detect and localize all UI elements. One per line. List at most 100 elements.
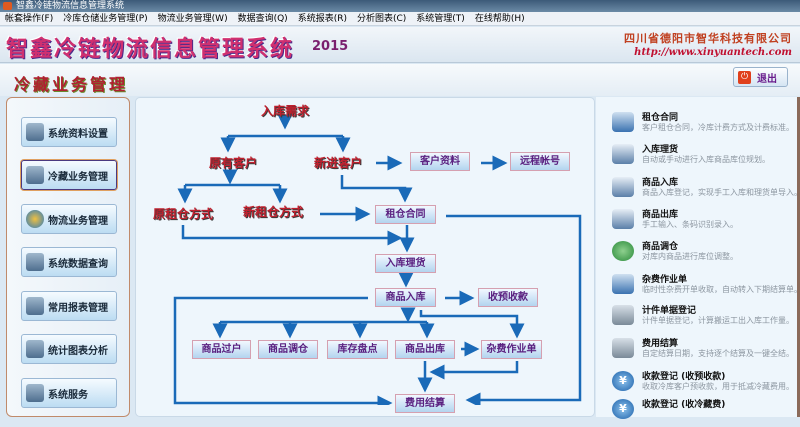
outbound-icon (612, 209, 634, 229)
sidebar-item-charts[interactable]: 统计图表分析 (21, 334, 117, 364)
flow-new-customer: 新进客户 (313, 156, 363, 170)
item-title: 入库理货 (642, 145, 679, 155)
recycle-icon (612, 241, 634, 261)
sidebar-label: 冷藏业务管理 (48, 171, 108, 183)
item-title: 计件单据登记 (642, 306, 697, 316)
item-desc: 自动或手动进行入库商品库位规划。 (642, 155, 770, 164)
list-item-prepay[interactable]: ¥ 收款登记 (收预收款)收取冷库客户预收款，用于抵减冷藏费用。 (612, 369, 797, 399)
item-title: 收款登记 (收冷藏费) (642, 400, 726, 410)
flow-relocate-button[interactable]: 商品调仓 (258, 340, 318, 359)
item-desc: 临时性杂费开单收取，自动转入下期结算单。 (642, 285, 800, 294)
menu-help[interactable]: 在线帮助(H) (474, 14, 525, 24)
item-title: 商品调仓 (642, 242, 679, 252)
list-item-misc-fee[interactable]: 杂费作业单临时性杂费开单收取，自动转入下期结算单。 (612, 272, 800, 302)
section-title: 冷藏业务管理 (14, 75, 129, 94)
item-desc: 客户租仓合同，冷库计费方式及计费标准。 (642, 123, 794, 132)
company-name: 四川省德阳市智华科技有限公司 (624, 32, 792, 45)
sidebar-item-logistics[interactable]: 物流业务管理 (21, 204, 117, 234)
flow-settle-button[interactable]: 费用结算 (395, 394, 455, 413)
item-title: 收款登记 (收预收款) (642, 372, 726, 382)
flow-prepay-button[interactable]: 收预收款 (478, 288, 538, 307)
flow-transfer-button[interactable]: 商品过户 (192, 340, 251, 359)
company-url[interactable]: http://www.xinyuantech.com (634, 47, 792, 58)
sidebar-item-service[interactable]: 系统服务 (21, 378, 117, 408)
list-item-piecework[interactable]: 计件单据登记计件单据登记，计算搬运工出入库工作量。 (612, 303, 797, 333)
yen-icon: ¥ (612, 399, 634, 419)
menu-system[interactable]: 系统管理(T) (416, 14, 465, 24)
settings-icon (26, 123, 44, 141)
window-title: 智鑫冷链物流信息管理系统 (16, 1, 125, 11)
exit-label: 退出 (757, 73, 777, 85)
flow-customer-info-button[interactable]: 客户资料 (410, 152, 470, 171)
menu-bar: 帐套操作(F) 冷库仓储业务管理(P) 物流业务管理(W) 数据查询(Q) 系统… (0, 12, 800, 26)
list-item-goods-out[interactable]: 商品出库手工输入、条码识别录入。 (612, 207, 797, 237)
flow-goods-in-button[interactable]: 商品入库 (375, 288, 436, 307)
sidebar-item-data-query[interactable]: 系统数据查询 (21, 247, 117, 277)
menu-logistics[interactable]: 物流业务管理(W) (157, 14, 228, 24)
list-item-settle[interactable]: 费用结算自定结算日期，支持逐个结算及一键全结。 (612, 336, 797, 366)
list-item-relocate[interactable]: 商品调仓对库内商品进行库位调整。 (612, 239, 797, 269)
misc-fee-icon (612, 274, 634, 294)
yen-icon: ¥ (612, 371, 634, 391)
magnifier-icon (26, 253, 44, 271)
calculator-icon (612, 338, 634, 358)
flow-old-customer: 原有客户 (208, 156, 258, 170)
list-item-goods-in[interactable]: 商品入库商品入库登记，实现手工入库和理货单导入。 (612, 175, 800, 205)
list-item-storage-fee[interactable]: ¥ 收款登记 (收冷藏费) (612, 397, 797, 427)
item-desc: 对库内商品进行库位调整。 (642, 252, 738, 261)
flow-new-rent: 新租仓方式 (242, 205, 304, 219)
flow-inbound-sort-button[interactable]: 入库理货 (375, 254, 436, 273)
flow-stocktake-button[interactable]: 库存盘点 (327, 340, 388, 359)
flow-contract-button[interactable]: 租仓合同 (375, 205, 436, 224)
flow-old-rent: 原租仓方式 (152, 207, 214, 221)
sidebar-label: 常用报表管理 (48, 302, 108, 314)
title-bar: 智鑫冷链物流信息管理系统 (0, 0, 800, 12)
item-desc: 自定结算日期，支持逐个结算及一键全结。 (642, 349, 794, 358)
section-bar: 冷藏业务管理 (0, 64, 800, 96)
menu-charts[interactable]: 分析图表(C) (356, 14, 407, 24)
item-title: 费用结算 (642, 339, 679, 349)
item-title: 商品入库 (642, 178, 679, 188)
menu-query[interactable]: 数据查询(Q) (237, 14, 288, 24)
list-item-inbound-sort[interactable]: 入库理货自动或手动进行入库商品库位规划。 (612, 142, 797, 172)
globe-icon (26, 210, 44, 228)
item-desc: 收取冷库客户预收款，用于抵减冷藏费用。 (642, 382, 794, 391)
brand-year: 2015 (312, 39, 349, 54)
chart-icon (26, 340, 44, 358)
item-title: 杂费作业单 (642, 275, 688, 285)
inbound-icon (612, 177, 634, 197)
exit-button[interactable]: ⏻ 退出 (733, 67, 788, 87)
sidebar-label: 系统资料设置 (48, 128, 108, 140)
item-desc: 商品入库登记，实现手工入库和理货单导入。 (642, 188, 800, 197)
item-title: 商品出库 (642, 210, 679, 220)
menu-account[interactable]: 帐套操作(F) (5, 14, 54, 24)
menu-storage[interactable]: 冷库仓储业务管理(P) (63, 14, 148, 24)
sidebar: 系统资料设置 冷藏业务管理 物流业务管理 系统数据查询 常用报表管理 统计图表分… (6, 97, 130, 417)
piecework-icon (612, 305, 634, 325)
contract-icon (612, 112, 634, 132)
flow-misc-fee-button[interactable]: 杂费作业单 (481, 340, 542, 359)
flowchart-panel (135, 97, 595, 417)
server-icon (26, 384, 44, 402)
sidebar-label: 统计图表分析 (48, 345, 108, 357)
sort-icon (612, 144, 634, 164)
menu-reports[interactable]: 系统报表(R) (297, 14, 347, 24)
flow-remote-account-button[interactable]: 远程帐号 (510, 152, 570, 171)
cube-icon (26, 166, 44, 184)
item-desc: 计件单据登记，计算搬运工出入库工作量。 (642, 316, 794, 325)
flow-demand: 入库需求 (260, 104, 310, 118)
sidebar-label: 系统服务 (48, 389, 88, 401)
sidebar-item-cold-storage[interactable]: 冷藏业务管理 (21, 160, 117, 190)
flow-goods-out-button[interactable]: 商品出库 (395, 340, 455, 359)
item-desc: 手工输入、条码识别录入。 (642, 220, 738, 229)
brand-title: 智鑫冷链物流信息管理系统 (6, 37, 295, 62)
banner: 智鑫冷链物流信息管理系统 2015 四川省德阳市智华科技有限公司 http://… (0, 27, 800, 63)
list-item-contract[interactable]: 租仓合同客户租仓合同，冷库计费方式及计费标准。 (612, 110, 797, 140)
sidebar-label: 物流业务管理 (48, 215, 108, 227)
sidebar-item-reports[interactable]: 常用报表管理 (21, 291, 117, 321)
power-icon: ⏻ (738, 70, 751, 84)
flow-arrows (173, 114, 582, 405)
item-title: 租仓合同 (642, 113, 679, 123)
app-icon (3, 2, 12, 10)
sidebar-item-system-settings[interactable]: 系统资料设置 (21, 117, 117, 147)
